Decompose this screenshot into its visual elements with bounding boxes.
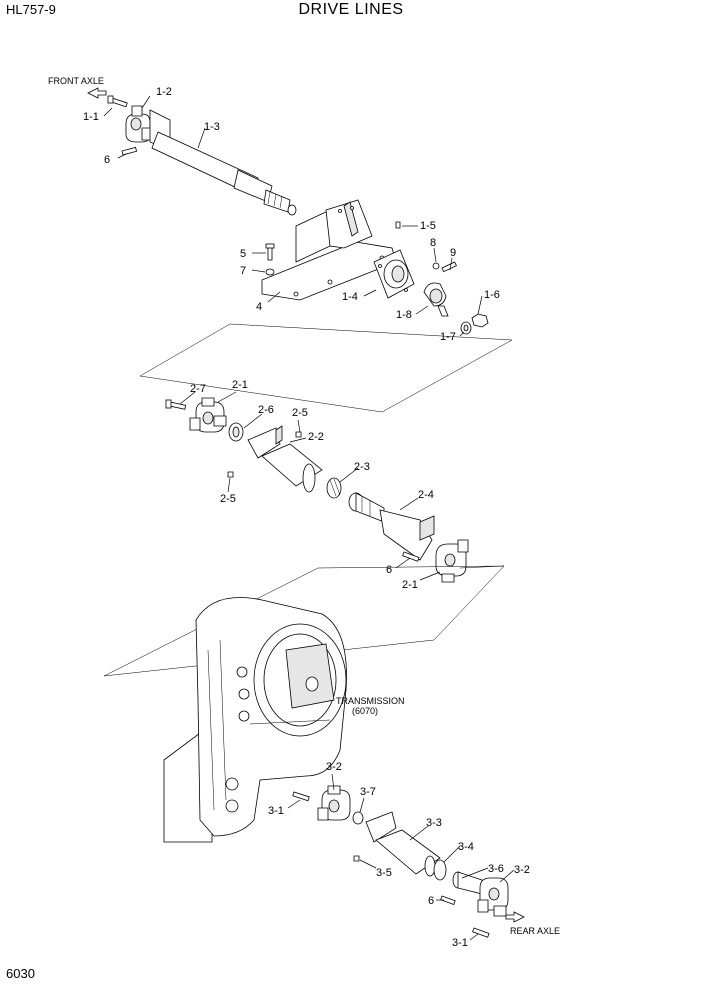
spline-sleeve-2-3	[326, 477, 342, 499]
callout-8: 8	[430, 237, 436, 249]
bolt-5	[265, 243, 275, 261]
rear-axle-arrow-icon	[505, 911, 525, 923]
alignment-guide-1	[139, 323, 513, 413]
model-number: HL757-9	[6, 2, 56, 17]
callouts-group-1: 1-1 1-2 1-3 6 1-5 8 9 5 7 1-4 4 1-8 1-6 …	[83, 86, 500, 343]
callout-3-4: 3-4	[458, 841, 474, 853]
grease-fitting-2-5-upper	[295, 431, 302, 438]
callout-2-1: 2-1	[402, 579, 418, 591]
bolt-3-1-lower	[472, 927, 490, 938]
callout-1-7: 1-7	[440, 331, 456, 343]
callout-7: 7	[240, 265, 246, 277]
callouts-group-3: 3-2 3-1 3-7 3-3 3-4 3-5 3-6 3-2 6 3-1	[268, 761, 530, 949]
seal-2-6	[228, 422, 244, 442]
grease-nipple-1-5	[395, 221, 401, 229]
bolt-6-center	[402, 551, 420, 562]
transmission-label: TRANSMISSION	[336, 696, 405, 706]
drive-shaft-2-4	[348, 492, 435, 561]
front-drive-shaft-group: FRONT AXLE	[48, 76, 500, 343]
bolt-6-rear	[440, 895, 456, 906]
callout-2-4: 2-4	[418, 489, 434, 501]
page-number: 6030	[6, 966, 35, 981]
slip-yoke-2-2	[247, 425, 323, 493]
callout-1-2: 1-2	[156, 86, 172, 98]
callout-3-7: 3-7	[360, 786, 376, 798]
callouts-group-2: 2-7 2-1 2-6 2-5 2-2 2-5 2-3 2-4 6 2-1	[190, 379, 434, 591]
shaft-stub-3-6	[452, 871, 483, 895]
drive-shaft-1-3	[151, 131, 297, 216]
transmission-ref-label: (6070)	[352, 706, 378, 716]
bolt-6-front	[121, 146, 138, 156]
center-bearing-1-4	[373, 249, 415, 299]
universal-joint-2-1-upper	[189, 397, 227, 433]
center-bearing-bracket-4	[261, 199, 397, 301]
callout-3-1: 3-1	[268, 805, 284, 817]
callout-1-4: 1-4	[342, 291, 358, 303]
callout-3-3: 3-3	[426, 817, 442, 829]
washer-8	[432, 262, 440, 270]
seal-3-7	[352, 811, 364, 825]
grease-fitting-3-5	[353, 855, 360, 862]
spline-sleeve-3-4	[433, 859, 447, 881]
companion-flange-1-8	[423, 282, 449, 317]
slip-yoke-3-3	[365, 811, 441, 877]
leader-lines-group-2	[179, 391, 441, 581]
universal-joint-3-2-lower	[477, 877, 509, 917]
callout-6: 6	[428, 895, 434, 907]
callout-3-5: 3-5	[376, 867, 392, 879]
universal-joint-2-1-lower	[435, 539, 469, 583]
leader-lines-group-1	[103, 95, 483, 337]
callout-2-5: 2-5	[292, 407, 308, 419]
bolt-2-7	[165, 399, 187, 410]
front-axle-label: FRONT AXLE	[48, 76, 104, 86]
callout-4: 4	[256, 301, 262, 313]
bolt-1-1	[107, 95, 128, 108]
callout-2-6: 2-6	[258, 404, 274, 416]
center-drive-shaft-group: 2-7 2-1 2-6 2-5 2-2 2-5 2-3 2-4 6 2-1	[165, 379, 469, 591]
universal-joint-3-2-upper	[317, 785, 351, 821]
callout-2-1: 2-1	[232, 379, 248, 391]
callout-1-6: 1-6	[484, 289, 500, 301]
nut-1-6	[471, 313, 489, 328]
rear-drive-shaft-group: REAR AXLE 3-2 3-1 3-7 3-3 3-4 3-5 3-6 3-…	[268, 761, 560, 949]
bolt-9	[441, 261, 457, 273]
washer-7	[265, 268, 275, 276]
rear-axle-label: REAR AXLE	[510, 926, 560, 936]
front-axle-arrow-icon	[87, 87, 107, 99]
callout-3-2: 3-2	[326, 761, 342, 773]
callout-5: 5	[240, 248, 246, 260]
callout-1-8: 1-8	[396, 309, 412, 321]
callout-6: 6	[386, 564, 392, 576]
transmission-housing: TRANSMISSION (6070)	[163, 597, 405, 843]
callout-1-5: 1-5	[420, 220, 436, 232]
universal-joint-1-2	[125, 105, 153, 143]
callout-3-2: 3-2	[514, 864, 530, 876]
grease-fitting-2-5-lower	[227, 471, 234, 478]
callout-9: 9	[450, 247, 456, 259]
leader-lines-group-3	[287, 773, 515, 941]
callout-6: 6	[104, 154, 110, 166]
callout-2-7: 2-7	[190, 383, 206, 395]
bolt-3-1-upper	[292, 791, 310, 802]
callout-3-1: 3-1	[452, 937, 468, 949]
page-title: DRIVE LINES	[298, 1, 404, 18]
callout-2-3: 2-3	[354, 461, 370, 473]
callout-3-6: 3-6	[488, 863, 504, 875]
callout-1-3: 1-3	[204, 121, 220, 133]
callout-2-2: 2-2	[308, 431, 324, 443]
callout-1-1: 1-1	[83, 111, 99, 123]
callout-2-5: 2-5	[220, 493, 236, 505]
